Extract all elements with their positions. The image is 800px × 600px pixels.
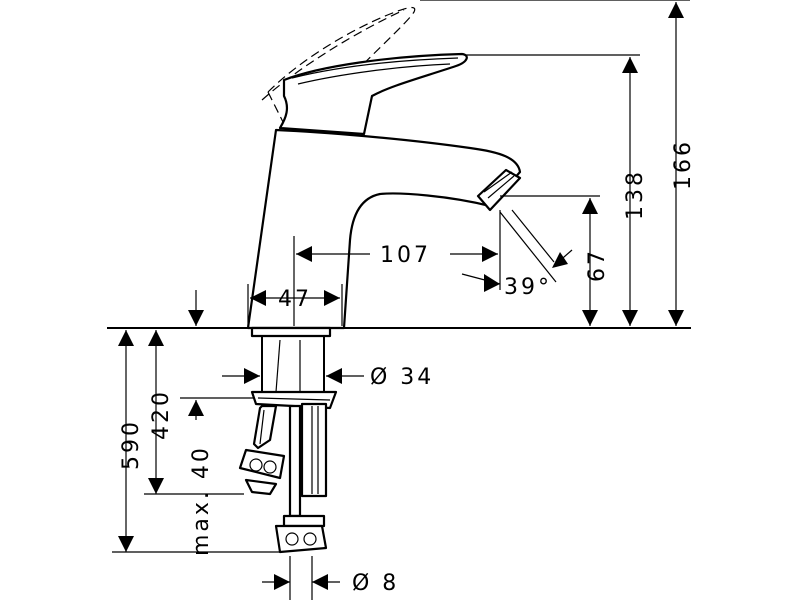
left-hose-fitting [238,448,286,496]
dimension-spray-angle: 39° [461,209,573,300]
dim-label-hole-diameter: Ø 34 [370,365,434,390]
dimension-max-thickness: max. 40 [180,397,254,556]
dimension-tail-length: 420 [144,330,244,495]
dim-label-max-thickness: max. 40 [189,445,214,556]
dim-label-tail-length: 420 [149,389,174,440]
dimension-hose-diameter: Ø 8 [262,556,399,600]
countertop-indicator-arrow [188,290,204,326]
dimension-hole-diameter: Ø 34 [222,365,434,390]
dimension-hose-length: 590 [112,330,280,553]
dim-label-total-height: 166 [671,139,696,190]
dim-label-projection: 107 [380,243,431,268]
lever-open-position-outline [261,6,416,125]
dim-label-hose-length: 590 [119,419,144,470]
dimension-base-width: 47 [247,284,343,326]
dim-label-spray-angle: 39° [504,275,552,300]
dim-label-spout-height: 138 [623,169,648,220]
dimension-projection: 107 [293,210,501,326]
faucet-body [246,128,522,330]
dim-label-hose-diameter: Ø 8 [352,571,399,596]
dim-label-base-width: 47 [278,287,312,312]
lever-handle [278,52,468,136]
bottom-hose-fitting [274,514,328,554]
mounting-assembly [238,326,338,554]
dimension-spout-height: 138 [466,54,648,326]
aerator [476,168,522,212]
dimension-aerator-height: 67 [500,195,610,326]
dimension-total-height: 166 [420,0,696,326]
dim-label-aerator-height: 67 [585,248,610,282]
